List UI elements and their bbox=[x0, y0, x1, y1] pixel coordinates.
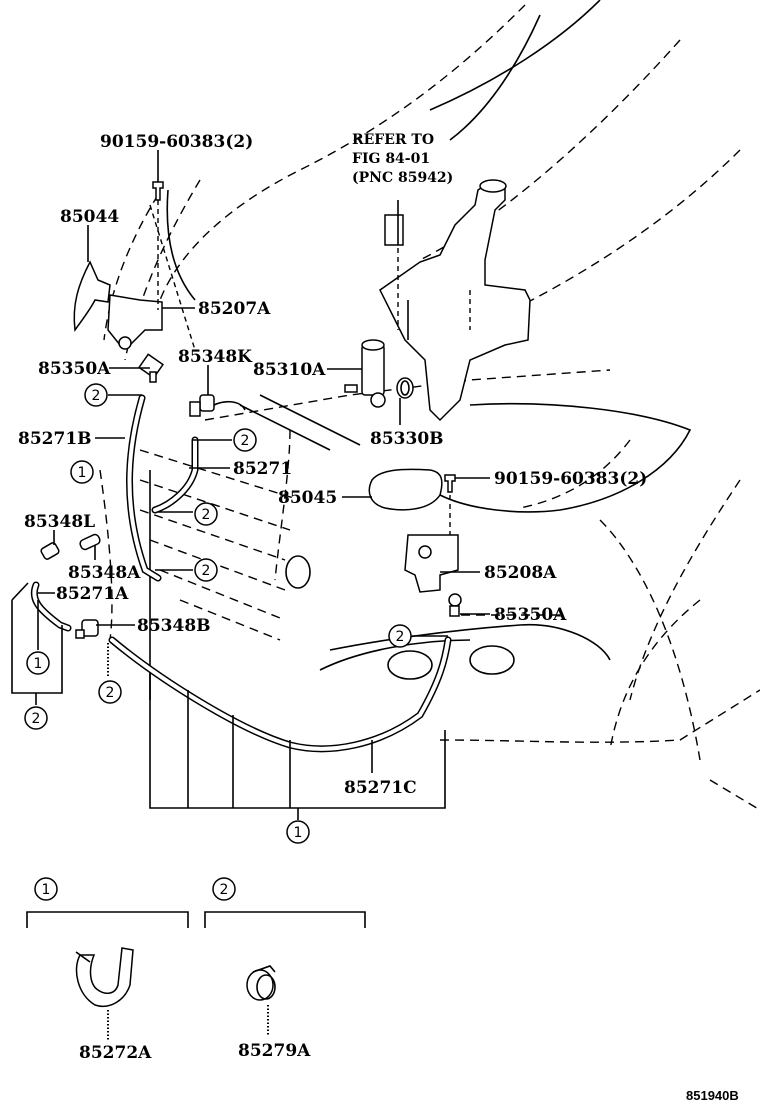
svg-text:2: 2 bbox=[106, 685, 115, 701]
part-label-90159-60383-right[interactable]: 90159-60383(2) bbox=[494, 469, 647, 489]
svg-text:1: 1 bbox=[294, 825, 303, 841]
svg-text:1: 1 bbox=[42, 882, 51, 898]
hose-85271a bbox=[30, 581, 72, 632]
pump-grommet bbox=[396, 377, 414, 399]
check-valve-a bbox=[79, 533, 101, 551]
level-sensor bbox=[384, 200, 404, 330]
part-label-85271a[interactable]: 85271A bbox=[56, 584, 129, 604]
part-label-85350a-left[interactable]: 85350A bbox=[38, 359, 111, 379]
check-valve-b bbox=[75, 619, 99, 639]
washer-pump-motor bbox=[344, 339, 386, 408]
part-label-85350a-right[interactable]: 85350A bbox=[494, 605, 567, 625]
clamp-85272a-drawing bbox=[75, 947, 134, 1007]
svg-text:1: 1 bbox=[78, 465, 87, 481]
hose-85271b bbox=[126, 394, 162, 582]
hose-85271c bbox=[108, 636, 452, 753]
part-label-85271[interactable]: 85271 bbox=[233, 459, 292, 479]
callout-2[interactable]: 2 bbox=[98, 680, 122, 704]
legend-part-label-85279a[interactable]: 85279A bbox=[238, 1041, 311, 1061]
callout-1[interactable]: 1 bbox=[286, 820, 310, 844]
part-label-85208a[interactable]: 85208A bbox=[484, 563, 557, 583]
vehicle-body-outline bbox=[99, 0, 760, 811]
part-label-85348l[interactable]: 85348L bbox=[24, 512, 95, 532]
callout-2[interactable]: 2 bbox=[24, 706, 48, 730]
legend-part-label-85272a[interactable]: 85272A bbox=[79, 1043, 152, 1063]
svg-text:2: 2 bbox=[32, 711, 41, 727]
part-label-85045[interactable]: 85045 bbox=[278, 488, 337, 508]
reference-note-line3[interactable]: (PNC 85942) bbox=[352, 170, 453, 186]
part-label-90159-60383-top[interactable]: 90159-60383(2) bbox=[100, 132, 253, 152]
svg-text:2: 2 bbox=[241, 433, 250, 449]
callout-2[interactable]: 2 bbox=[194, 558, 218, 582]
svg-text:2: 2 bbox=[202, 563, 211, 579]
svg-text:1: 1 bbox=[34, 656, 43, 672]
leader-lines bbox=[11, 150, 490, 1040]
callout-2[interactable]: 2 bbox=[84, 383, 108, 407]
hose-85271 bbox=[151, 436, 199, 514]
legend-callout-2[interactable]: 2 bbox=[212, 877, 236, 901]
svg-text:2: 2 bbox=[92, 388, 101, 404]
part-label-85348a[interactable]: 85348A bbox=[68, 563, 141, 583]
part-label-85271c[interactable]: 85271C bbox=[344, 778, 417, 798]
check-valve-k bbox=[189, 394, 246, 417]
callout-1[interactable]: 1 bbox=[26, 651, 50, 675]
part-label-85330b[interactable]: 85330B bbox=[370, 429, 444, 449]
check-valve-l bbox=[40, 542, 60, 560]
svg-text:2: 2 bbox=[396, 629, 405, 645]
legend-callout-1[interactable]: 1 bbox=[34, 877, 58, 901]
svg-text:2: 2 bbox=[202, 507, 211, 523]
callout-2[interactable]: 2 bbox=[233, 428, 257, 452]
part-label-85348b[interactable]: 85348B bbox=[137, 616, 211, 636]
right-jet-assembly bbox=[368, 468, 462, 617]
callout-1[interactable]: 1 bbox=[70, 460, 94, 484]
left-jet-assembly bbox=[73, 181, 196, 383]
part-label-85348k[interactable]: 85348K bbox=[178, 347, 253, 367]
reference-note-line2: FIG 84-01 bbox=[352, 151, 430, 167]
part-label-85310a[interactable]: 85310A bbox=[253, 360, 326, 380]
part-label-85207a[interactable]: 85207A bbox=[198, 299, 271, 319]
washer-tank bbox=[379, 179, 531, 422]
reference-note-line1: REFER TO bbox=[352, 132, 434, 148]
svg-text:2: 2 bbox=[220, 882, 229, 898]
clip-85279a-drawing bbox=[246, 965, 276, 1001]
part-label-85271b[interactable]: 85271B bbox=[18, 429, 92, 449]
callout-2[interactable]: 2 bbox=[388, 624, 412, 648]
callout-2[interactable]: 2 bbox=[194, 502, 218, 526]
part-label-85044[interactable]: 85044 bbox=[60, 207, 119, 227]
illustration-code: 851940B bbox=[686, 1088, 739, 1103]
